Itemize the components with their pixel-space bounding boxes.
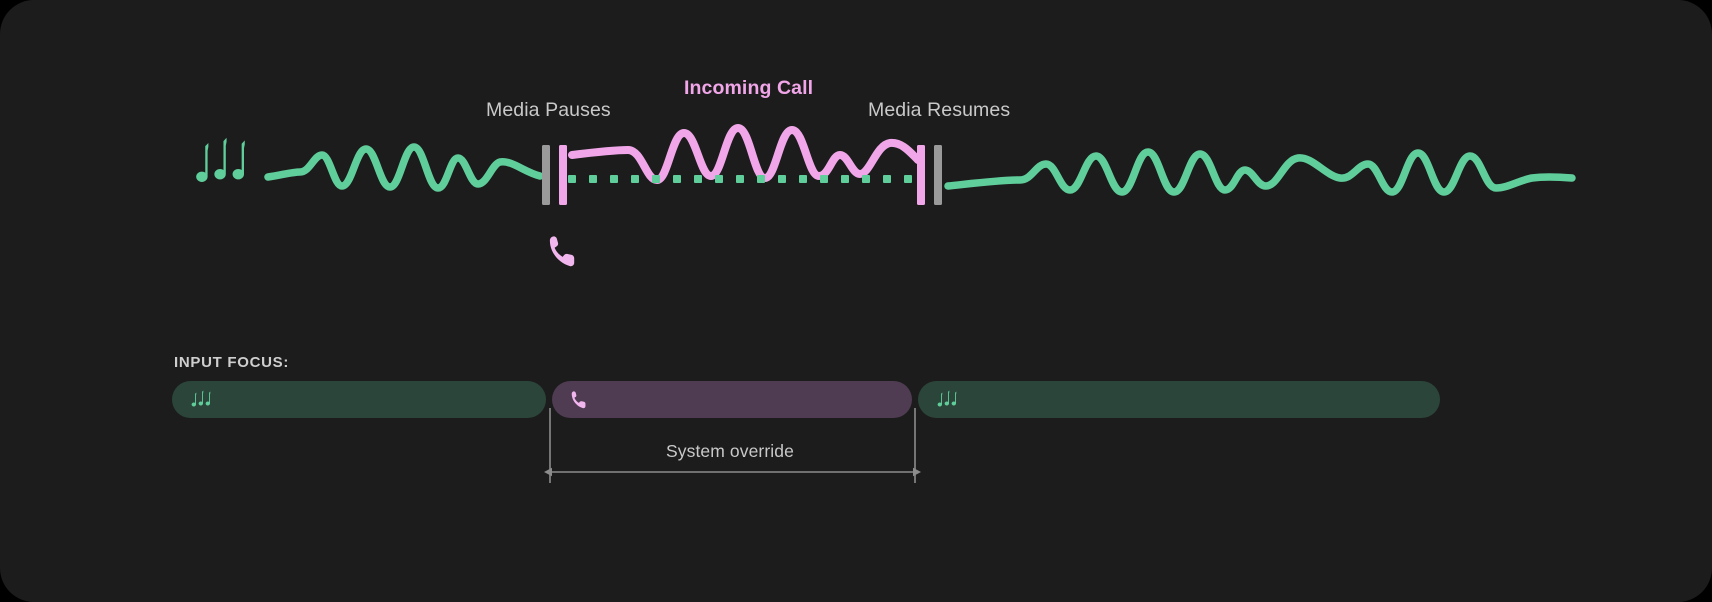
paused-media-dots	[568, 175, 912, 183]
phone-icon	[549, 236, 575, 267]
marker-media-resume-gray	[934, 145, 942, 205]
music-notes-glyph	[191, 390, 211, 406]
label-incoming-call: Incoming Call	[684, 77, 814, 99]
phone-icon	[570, 390, 590, 410]
marker-media-pause-gray	[542, 145, 550, 205]
waveform-media-before	[264, 143, 544, 192]
music-notes-icon	[936, 390, 958, 410]
music-notes-icon	[196, 137, 245, 182]
focus-bar-call[interactable]	[552, 381, 912, 418]
marker-call-end-pink	[917, 145, 925, 205]
music-notes-icon	[190, 390, 212, 410]
music-notes-glyph	[937, 390, 957, 406]
marker-call-start-pink	[559, 145, 567, 205]
label-media-resumes: Media Resumes	[868, 99, 1011, 121]
input-focus-title: INPUT FOCUS:	[174, 354, 290, 371]
waveform-media-after	[944, 148, 1576, 196]
focus-bar-media-after[interactable]	[918, 381, 1440, 418]
phone-glyph	[571, 390, 586, 408]
focus-bar-media-before[interactable]	[172, 381, 546, 418]
label-media-pauses: Media Pauses	[486, 99, 611, 121]
system-override-label: System override	[666, 441, 794, 461]
